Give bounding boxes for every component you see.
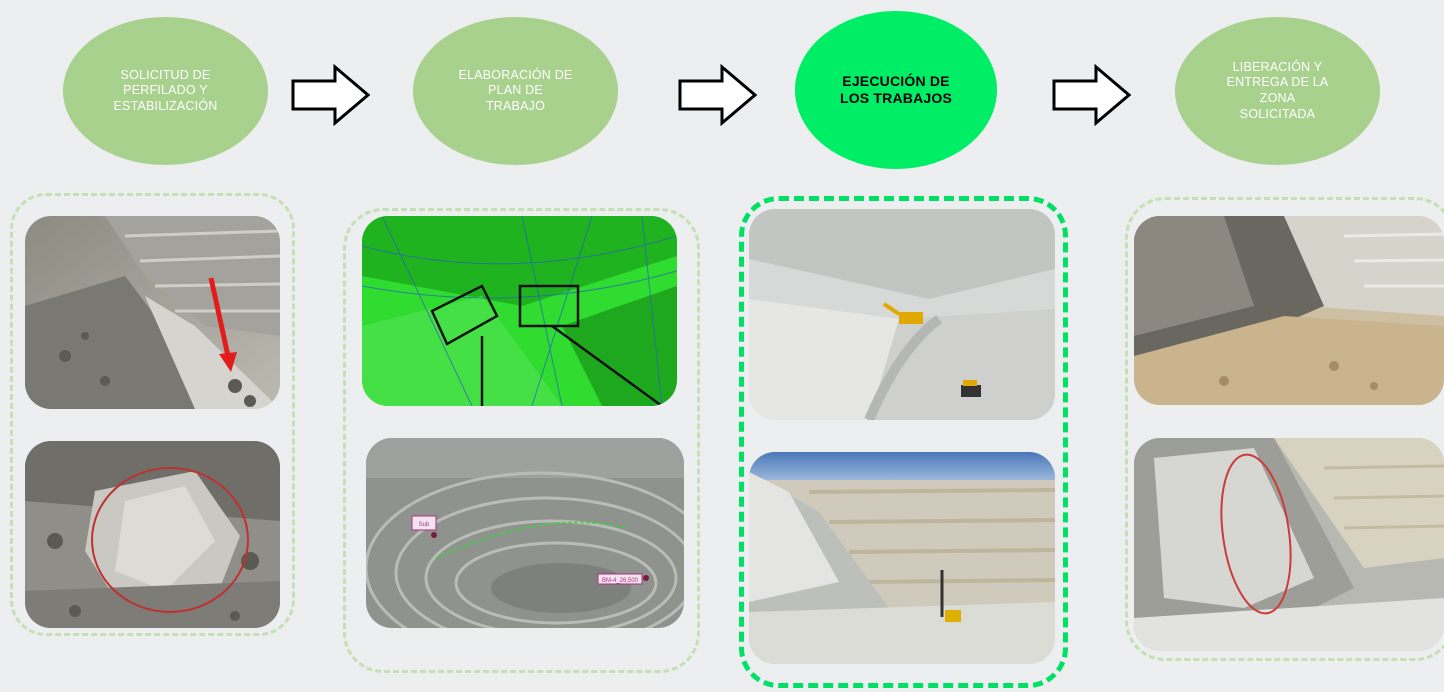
step-2-elaboracion: ELABORACIÓN DE PLAN DE TRABAJO: [413, 17, 618, 165]
right-arrow-icon: [1052, 64, 1132, 126]
pit-label-a: Sub: [419, 522, 430, 528]
stabilized-wall-photo: [1134, 438, 1444, 651]
group-frame-1: [10, 193, 295, 636]
step-1-solicitud: SOLICITUD DE PERFILADO Y ESTABILIZACIÓN: [63, 17, 268, 165]
group-frame-3: [739, 196, 1068, 688]
rock-block-photo: [25, 441, 280, 628]
pit-label-b: BM-4_26,500: [602, 578, 639, 584]
3d-green-model-image: [362, 216, 677, 406]
excavator-photo: [749, 209, 1055, 420]
open-pit-overview-photo: Sub BM-4_26,500: [366, 438, 684, 628]
group-frame-2: [343, 208, 700, 673]
group-frame-4: [1125, 197, 1444, 661]
right-arrow-icon: [678, 64, 758, 126]
drill-rig-photo: [749, 452, 1055, 664]
step-3-ejecucion: EJECUCIÓN DE LOS TRABAJOS: [795, 11, 997, 169]
right-arrow-icon: [291, 64, 371, 126]
cleared-road-photo: [1134, 216, 1444, 405]
step-4-liberacion: LIBERACIÓN Y ENTREGA DE LA ZONA SOLICITA…: [1175, 17, 1380, 165]
mine-slope-photo: [25, 216, 280, 409]
